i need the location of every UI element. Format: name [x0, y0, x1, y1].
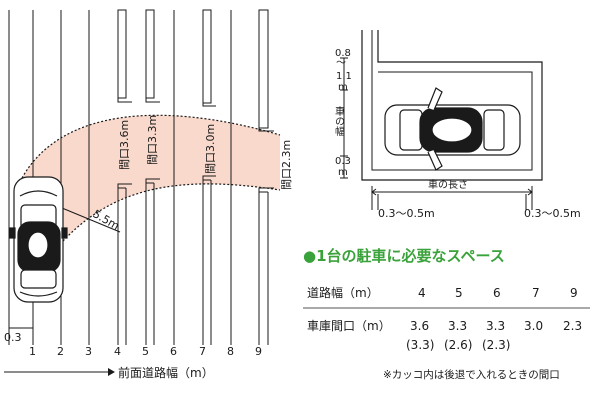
row1-val-7: 7 [532, 286, 540, 300]
row1-val-6: 6 [493, 286, 501, 300]
opening-label-group: 間口3.6m 間口3.3m 間口3.0m 間口2.3m [118, 115, 293, 190]
row2-val-7: 3.0 [524, 319, 543, 333]
row2-sub-5: (2.6) [444, 338, 472, 352]
garage-wall-left-fill [362, 30, 372, 180]
opening-brackets [117, 98, 274, 192]
axis-tick-1: 1 [29, 345, 36, 358]
row2-val-5: 3.3 [448, 319, 467, 333]
axis-tick-4: 4 [114, 345, 121, 358]
opening-label-5: 間口3.3m [146, 115, 159, 165]
axis-ticks: 0.3 1 2 3 4 5 6 7 8 9 [4, 331, 262, 358]
length-dimension [371, 186, 533, 210]
clearance-right: 0.3～0.5m [524, 207, 581, 220]
length-label: 車の長さ [428, 178, 468, 191]
table-note: ※カッコ内は後退で入れるときの間口 [383, 368, 560, 381]
car-topview-right [384, 87, 521, 171]
axis-tick-3: 3 [85, 345, 92, 358]
opening-label-4: 間口3.6m [118, 120, 131, 170]
axis-tick-0-3: 0.3 [4, 331, 22, 344]
opening-label-7: 間口3.0m [204, 124, 217, 174]
axis-tick-6: 6 [170, 345, 177, 358]
axis-tick-8: 8 [227, 345, 234, 358]
turn-radius-line [61, 207, 121, 233]
dim-unit-2: m [338, 167, 348, 178]
axis-tick-5: 5 [142, 345, 149, 358]
car-topview-left [9, 176, 68, 303]
row1-val-4: 4 [418, 286, 426, 300]
road-width-lines [8, 10, 232, 345]
axis-title: 前面道路幅（m） [118, 365, 214, 380]
row2-val-9: 2.3 [563, 319, 582, 333]
row1-label: 道路幅（m） [307, 285, 379, 300]
row2-val-6: 3.3 [486, 319, 505, 333]
dim-bottom: 0.3 [335, 156, 351, 167]
row2-sub-6: (2.3) [482, 338, 510, 352]
dim-top: 0.8 [335, 48, 351, 59]
width-label: 車の幅 [333, 105, 345, 137]
sweep-outer-arc [21, 114, 281, 179]
row1-val-5: 5 [455, 286, 463, 300]
axis-tick-9: 9 [255, 345, 262, 358]
row2-val-4: 3.6 [410, 319, 429, 333]
row2-sub-4: (3.3) [406, 338, 434, 352]
turn-radius-label: 5.5m [91, 207, 122, 232]
axis-tick-2: 2 [57, 345, 64, 358]
width-dimension [340, 57, 348, 179]
garage-outline-outer [361, 30, 543, 181]
clearance-left: 0.3～0.5m [378, 207, 435, 220]
axis-arrow-head [108, 368, 115, 376]
garage-outline-inner [371, 30, 533, 171]
offset-bracket [8, 322, 33, 329]
dim-tilde: ～ [336, 58, 346, 69]
garage-walls [117, 9, 269, 345]
dim-mid: 1.1 [336, 71, 352, 82]
dim-unit-1: m [338, 82, 348, 93]
axis-tick-7: 7 [199, 345, 206, 358]
sweep-inner-arc [54, 183, 281, 251]
row1-val-9: 9 [570, 286, 578, 300]
opening-label-9: 間口2.3m [280, 140, 293, 190]
row2-label: 車庫間口（m） [307, 319, 391, 333]
table-heading: ●1台の駐車に必要なスペース [303, 247, 505, 265]
